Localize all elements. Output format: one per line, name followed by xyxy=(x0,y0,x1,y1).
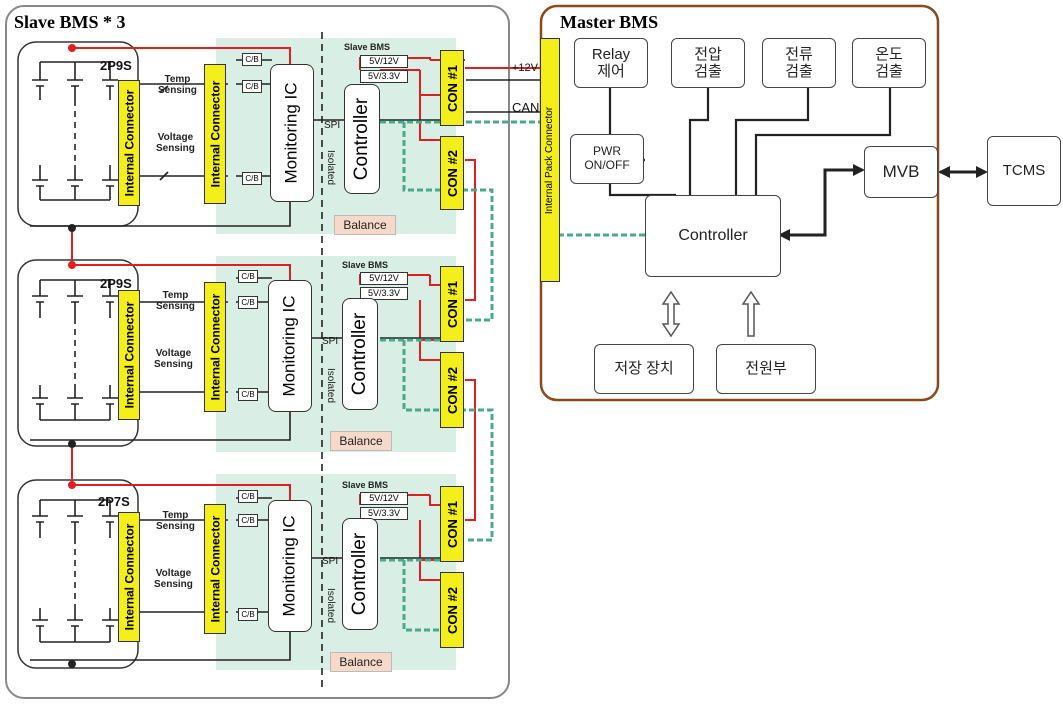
cb-3b: C/B xyxy=(238,514,258,527)
cb-2c: C/B xyxy=(238,388,258,401)
balance-1: Balance xyxy=(334,215,396,235)
pack-label-3: 2P7S xyxy=(98,494,130,509)
slave-controller-1: Controller xyxy=(344,84,380,194)
internal-connector-2b: Internal Connector xyxy=(204,282,226,412)
voltage-sensing-1: Voltage Sensing xyxy=(156,132,195,154)
storage-box: 저장 장치 xyxy=(594,344,694,394)
volt-5v33v-1: 5V/3.3V xyxy=(360,70,408,83)
spi-label-2: SPI xyxy=(322,336,339,347)
arrow-heads xyxy=(778,164,988,241)
pwr-onoff-box: PWR ON/OFF xyxy=(570,134,644,184)
con1-module1: CON #1 xyxy=(440,50,464,126)
spi-label-1: SPI xyxy=(324,120,341,131)
module-backgrounds xyxy=(216,38,456,670)
volt-5v33v-2: 5V/3.3V xyxy=(360,287,408,300)
temp-detect-box: 온도 검출 xyxy=(852,38,926,88)
monitoring-ic-1: Monitoring IC xyxy=(270,64,314,202)
battery-cells xyxy=(32,61,118,643)
isolated-label-3: Isolated xyxy=(325,588,336,624)
balance-3: Balance xyxy=(330,652,392,672)
red-nodes xyxy=(68,44,76,489)
volt-5v12v-1: 5V/12V xyxy=(360,55,408,68)
spi-label-3: SPI xyxy=(322,556,339,567)
volt-5v12v-2: 5V/12V xyxy=(360,272,408,285)
temp-sensing-1: Temp Sensing xyxy=(158,74,197,96)
monitoring-ic-3: Monitoring IC xyxy=(268,500,312,632)
con2-module1: CON #2 xyxy=(440,136,464,210)
voltage-sensing-2: Voltage Sensing xyxy=(154,348,193,370)
slave-bms-title: Slave BMS * 3 xyxy=(14,12,126,32)
hollow-arrows xyxy=(661,290,761,338)
isolated-label-2: Isolated xyxy=(325,368,336,404)
cb-3c: C/B xyxy=(238,608,258,621)
internal-connector-3b: Internal Connector xyxy=(204,504,226,634)
can-label: CAN xyxy=(512,100,540,115)
internal-pack-connector: Internal Pack Connector xyxy=(540,38,560,282)
slave-controller-3: Controller xyxy=(342,518,378,630)
cb-1b: C/B xyxy=(242,80,262,93)
pack-label-2: 2P9S xyxy=(100,276,132,291)
slave-bms-label-1: Slave BMS xyxy=(344,42,391,52)
internal-connector-1a: Internal Connector xyxy=(118,80,140,206)
monitoring-ic-2: Monitoring IC xyxy=(268,280,312,412)
cb-1c: C/B xyxy=(242,172,262,185)
internal-connector-1b: Internal Connector xyxy=(204,64,226,204)
slave-container xyxy=(5,5,510,699)
slave-bms-label-3: Slave BMS xyxy=(342,480,389,490)
con2-module3: CON #2 xyxy=(440,572,464,648)
can-chain xyxy=(380,120,645,632)
slave-bms-label-2: Slave BMS xyxy=(342,260,389,270)
internal-connector-2a: Internal Connector xyxy=(118,290,140,420)
master-controller-box: Controller xyxy=(645,195,781,277)
cb-2a: C/B xyxy=(238,270,258,283)
voltage-sensing-3: Voltage Sensing xyxy=(154,568,193,590)
mvb-box: MVB xyxy=(864,146,938,198)
balance-2: Balance xyxy=(330,431,392,451)
cb-1a: C/B xyxy=(242,53,262,66)
temp-sensing-2: Temp Sensing xyxy=(156,290,195,312)
con2-module2: CON #2 xyxy=(440,352,464,428)
plus12v-label: +12V xyxy=(512,62,538,74)
slave-controller-2: Controller xyxy=(342,298,378,410)
voltage-detect-box: 전압 검출 xyxy=(671,38,745,88)
volt-5v33v-3: 5V/3.3V xyxy=(360,507,408,520)
con1-module2: CON #1 xyxy=(440,266,464,342)
volt-5v12v-3: 5V/12V xyxy=(360,492,408,505)
power-supply-box: 전원부 xyxy=(716,344,816,394)
pack-label-1: 2P9S xyxy=(100,58,132,73)
internal-connector-3a: Internal Connector xyxy=(118,512,140,642)
cb-3a: C/B xyxy=(238,490,258,503)
cb-2b: C/B xyxy=(238,296,258,309)
isolated-label-1: Isolated xyxy=(325,150,336,186)
tcms-box: TCMS xyxy=(987,136,1061,206)
temp-sensing-3: Temp Sensing xyxy=(156,510,195,532)
relay-control-box: Relay 제어 xyxy=(574,38,648,88)
master-bms-title: Master BMS xyxy=(560,12,659,32)
current-detect-box: 전류 검출 xyxy=(762,38,836,88)
con1-module3: CON #1 xyxy=(440,486,464,562)
